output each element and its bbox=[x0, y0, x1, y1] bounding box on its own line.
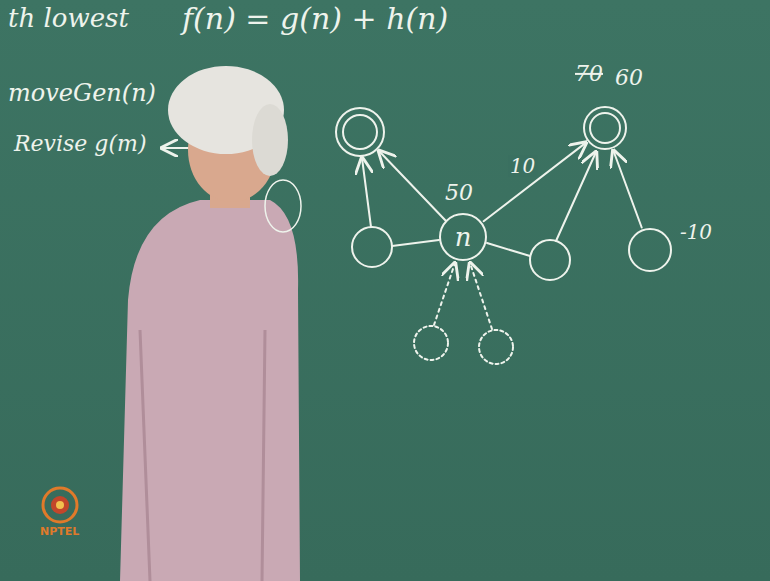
logo-text: NPTEL bbox=[40, 526, 79, 538]
edge-arrow bbox=[613, 151, 641, 228]
link-line bbox=[392, 240, 439, 246]
circle-outline bbox=[583, 106, 627, 150]
node-value: 60 bbox=[615, 66, 643, 90]
board-note: f(n) = g(n) + h(n) bbox=[182, 2, 448, 35]
dotted-arrow bbox=[470, 263, 492, 329]
goal-circle bbox=[336, 108, 384, 156]
state-circle bbox=[530, 240, 570, 280]
arrow-line bbox=[379, 151, 446, 221]
board-note: th lowest bbox=[8, 4, 129, 33]
edge-arrow bbox=[484, 143, 586, 222]
link-line bbox=[487, 243, 530, 256]
board-note: moveGen(n) bbox=[8, 80, 156, 106]
edge-cost: 10 bbox=[508, 155, 537, 177]
parent-circle bbox=[479, 330, 513, 364]
arrow-line bbox=[556, 152, 596, 241]
goal-circle bbox=[343, 115, 377, 149]
node-value: 50 bbox=[445, 181, 473, 205]
board-note: Revise g(m) bbox=[14, 132, 146, 156]
lecturer-figure bbox=[120, 66, 301, 581]
nptel-emblem bbox=[43, 488, 77, 522]
circle-outline bbox=[628, 228, 672, 272]
state-circle bbox=[352, 227, 392, 267]
arrow-line bbox=[362, 158, 371, 227]
state-node: n50 bbox=[439, 213, 487, 261]
goal-node: 7060 bbox=[583, 106, 627, 150]
parent-circle bbox=[414, 326, 448, 360]
node-value: -10 bbox=[680, 221, 712, 243]
state-node: -10 bbox=[628, 228, 672, 272]
dotted-arrow bbox=[434, 263, 455, 325]
node-name: n bbox=[455, 223, 472, 252]
node-value: 70 bbox=[575, 62, 603, 86]
